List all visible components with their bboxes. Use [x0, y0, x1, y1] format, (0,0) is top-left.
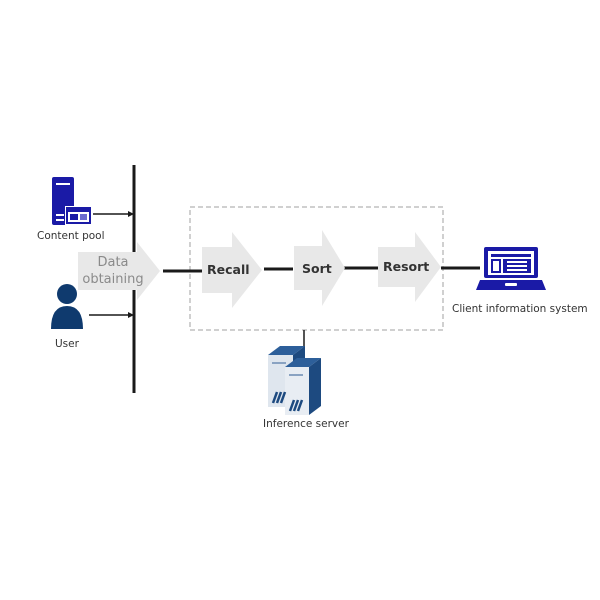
data-obtaining-line-2: obtaining: [82, 272, 144, 287]
user-label: User: [55, 338, 79, 350]
arrowhead-icon: [128, 312, 134, 318]
arrowhead-icon: [128, 211, 134, 217]
sort-arrow: [294, 230, 345, 306]
client-system-label: Client information system: [452, 303, 588, 315]
inference-server-icon: [268, 346, 321, 415]
stage-resort-label: Resort: [383, 259, 430, 274]
resort-arrow: [378, 232, 441, 302]
content-pool-label: Content pool: [37, 230, 105, 242]
content-pool-icon: [52, 177, 92, 225]
stage-sort-label: Sort: [302, 261, 332, 276]
user-icon: [51, 284, 83, 329]
stage-recall-label: Recall: [207, 262, 250, 277]
data-obtaining-line-1: Data: [97, 255, 129, 270]
laptop-icon: [476, 247, 546, 290]
data-obtaining-label: Data obtaining: [82, 254, 144, 288]
inference-server-label: Inference server: [263, 418, 349, 430]
recall-arrow: [202, 232, 262, 308]
data-obtaining-arrow: [78, 242, 160, 300]
